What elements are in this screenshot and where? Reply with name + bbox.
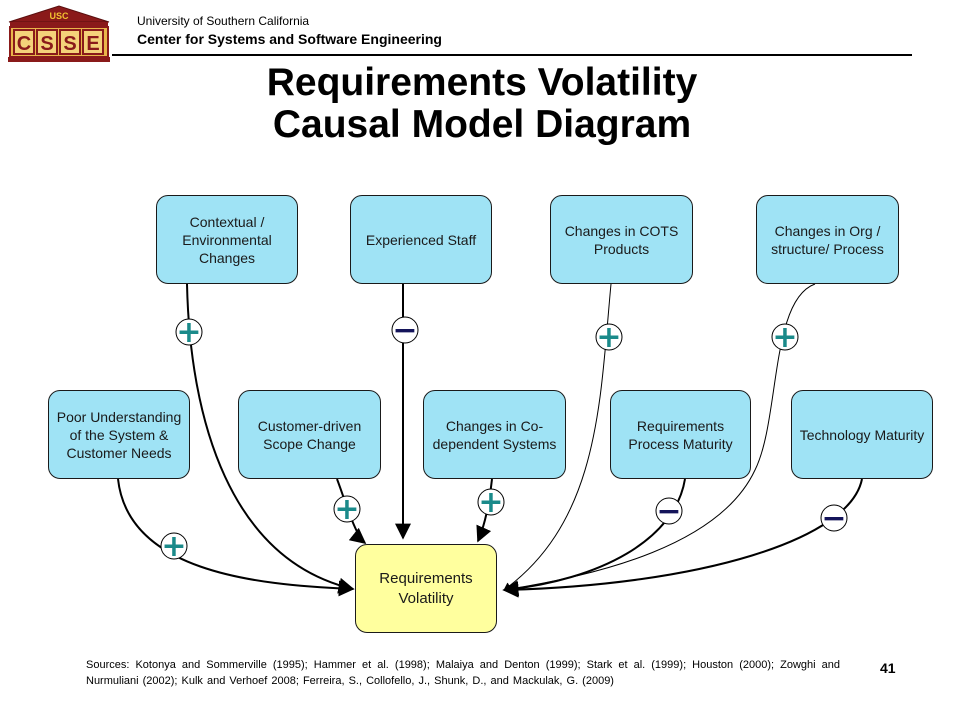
sign-experienced: − <box>392 313 417 348</box>
logo-letter: C <box>17 33 31 55</box>
edge-poor <box>117 478 355 597</box>
logo-letter: S <box>63 33 76 55</box>
header-divider <box>112 54 912 56</box>
sign-tech-maturity: − <box>821 501 846 536</box>
node-experienced-staff: Experienced Staff <box>350 195 492 284</box>
node-label: Requirements Process Maturity <box>628 417 733 452</box>
sources-citation: Sources: Kotonya and Sommerville (1995);… <box>86 659 840 687</box>
node-label: Technology Maturity <box>799 426 925 443</box>
node-label: Experienced Staff <box>365 231 477 248</box>
node-requirements-process-maturity: Requirements Process Maturity <box>610 390 751 479</box>
node-label: Requirements Volatility <box>379 569 473 607</box>
sign-org: + <box>772 320 797 355</box>
node-technology-maturity: Technology Maturity <box>791 390 933 479</box>
node-label: Poor Understanding of the System & Custo… <box>56 408 182 461</box>
sign-cots: + <box>596 320 621 355</box>
node-scope-change: Customer-driven Scope Change <box>238 390 381 479</box>
node-codependent-systems: Changes in Co-dependent Systems <box>423 390 566 479</box>
node-org-changes: Changes in Org / structure/ Process <box>756 195 899 284</box>
sign-contextual: + <box>176 315 201 350</box>
sign-codependent: + <box>478 485 503 520</box>
page-number: 41 <box>880 660 896 676</box>
title-line-1: Requirements Volatility <box>266 61 698 104</box>
sign-req-maturity: − <box>656 494 681 529</box>
node-label: Changes in COTS Products <box>564 222 679 257</box>
logo-usc-text: USC <box>49 11 69 21</box>
node-label: Customer-driven Scope Change <box>257 417 362 452</box>
node-poor-understanding: Poor Understanding of the System & Custo… <box>48 390 190 479</box>
center-name: Center for Systems and Software Engineer… <box>137 31 442 47</box>
logo-letter: E <box>86 33 99 55</box>
node-label: Contextual / Environmental Changes <box>182 213 272 266</box>
node-contextual-changes: Contextual / Environmental Changes <box>156 195 298 284</box>
node-cots-changes: Changes in COTS Products <box>550 195 693 284</box>
logo-letter: S <box>40 33 53 55</box>
node-label: Changes in Org / structure/ Process <box>771 222 884 257</box>
sign-scope: + <box>334 492 359 527</box>
node-label: Changes in Co-dependent Systems <box>432 417 557 452</box>
edge-tech-maturity <box>502 478 863 598</box>
university-name: University of Southern California <box>137 14 310 28</box>
node-requirements-volatility: Requirements Volatility <box>355 544 497 633</box>
title-line-2: Causal Model Diagram <box>272 103 692 146</box>
slide-title: Requirements Volatility Causal Model Dia… <box>0 62 960 146</box>
edge-req-maturity <box>502 478 686 597</box>
usc-csse-logo: USC C S S E <box>6 4 112 64</box>
sign-poor: + <box>161 529 186 564</box>
